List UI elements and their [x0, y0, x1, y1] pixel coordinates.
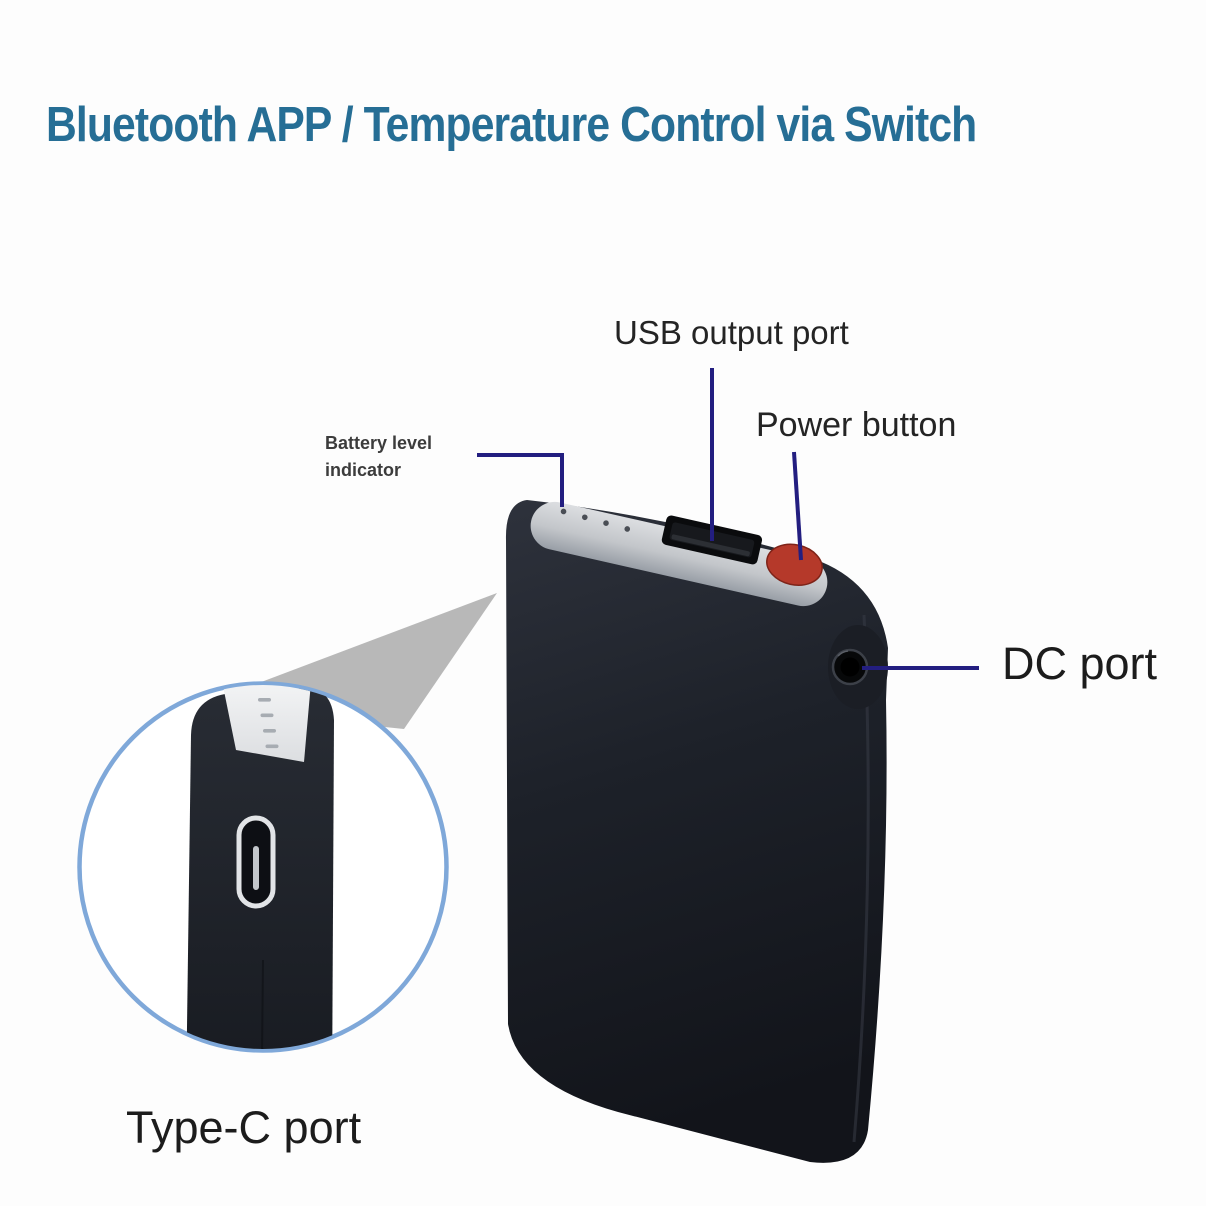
- zoomed-top-panel: [223, 685, 311, 762]
- top-panel-surface: [530, 501, 828, 607]
- label-power-button: Power button: [756, 406, 957, 444]
- magnifier-content: [186, 685, 334, 1049]
- label-type-c-port: Type-C port: [126, 1102, 362, 1153]
- power-bank-front: [505, 500, 888, 1163]
- dc-port: [828, 625, 888, 709]
- callout-lines: [477, 368, 979, 670]
- callout-line-battery: [477, 453, 564, 507]
- label-dc-port: DC port: [1002, 638, 1158, 689]
- battery-led-dots: [560, 508, 631, 532]
- page-title: Bluetooth APP / Temperature Control via …: [46, 98, 977, 152]
- label-battery-level-indicator: Battery level indicator: [325, 433, 433, 480]
- power-bank-body: [505, 500, 888, 1163]
- type-c-port: [236, 815, 276, 909]
- callout-line-power: [792, 451, 803, 561]
- magnifier-circle: [77, 681, 449, 1053]
- label-usb-output-port: USB output port: [614, 314, 849, 351]
- zoomed-led-ticks: [258, 698, 279, 749]
